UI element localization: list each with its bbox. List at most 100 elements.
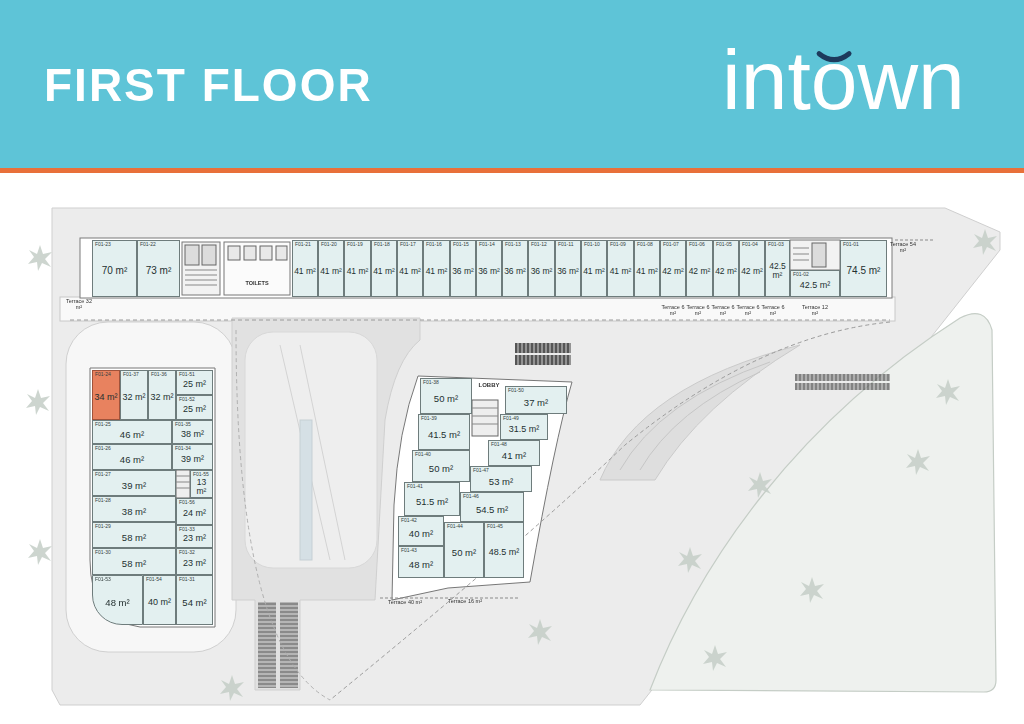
plan-label: Terrace 6 m² (660, 305, 686, 317)
unit-area: 50 m² (433, 394, 459, 404)
unit-area: 41.5 m² (427, 430, 461, 440)
unit-number: F01-26 (95, 446, 111, 451)
shop-unit: F01-31 54 m² (176, 575, 213, 625)
escalator (795, 374, 890, 381)
unit-number: F01-46 (463, 494, 479, 499)
unit-area: 34 m² (93, 393, 118, 402)
unit-area: 48.5 m² (488, 548, 521, 557)
unit-area: 38 m² (121, 507, 147, 517)
unit-number: F01-28 (95, 498, 111, 503)
unit-number: F01-48 (491, 442, 507, 447)
shop-unit: F01-4151.5 m² (404, 482, 460, 516)
unit-number: F01-24 (95, 372, 111, 377)
unit-area: 41 m² (319, 267, 343, 276)
shop-unit: F01-3632 m² (148, 370, 176, 420)
unit-number: F01-04 (742, 242, 758, 247)
amphitheatre (600, 345, 800, 480)
shop-unit: F01-3850 m² (420, 378, 472, 414)
shop-unit: F01-4050 m² (412, 450, 470, 482)
unit-area: 74.5 m² (846, 266, 882, 277)
brand-logo: intown (722, 38, 1022, 122)
unit-area: 50 m² (428, 464, 454, 474)
unit-area: 42 m² (688, 267, 712, 276)
unit-number: F01-47 (473, 468, 489, 473)
unit-number: F01-23 (95, 242, 111, 247)
shop-unit: F01-0542 m² (713, 240, 739, 297)
shop-unit: F01-0642 m² (686, 240, 713, 297)
building-strip (80, 238, 892, 298)
unit-number: F01-42 (401, 518, 417, 523)
unit-number: F01-15 (453, 242, 469, 247)
shop-unit: F01-2739 m² (92, 470, 176, 496)
shop-unit: F01-2041 m² (318, 240, 344, 297)
unit-area: 48 m² (104, 598, 130, 608)
unit-number: F01-21 (295, 242, 311, 247)
unit-area: 36 m² (477, 267, 501, 276)
shop-unit: F01-4931.5 m² (500, 414, 548, 440)
unit-number: F01-27 (95, 472, 111, 477)
unit-area: 70 m² (101, 266, 129, 277)
unit-area: 38 m² (180, 430, 205, 439)
unit-area: 42 m² (661, 267, 685, 276)
shop-unit: F01-24 34 m² (92, 370, 120, 420)
unit-number: F01-36 (151, 372, 167, 377)
escalator (795, 383, 890, 390)
unit-area: 37 m² (523, 398, 549, 408)
shop-unit: F01-5513 m² (190, 470, 213, 498)
unit-area: 36 m² (451, 267, 475, 276)
unit-number: F01-52 (179, 397, 195, 402)
shop-unit: F01-1841 m² (371, 240, 397, 297)
shop-unit: F01-5037 m² (505, 386, 567, 414)
unit-number: F01-17 (400, 242, 416, 247)
escalator (515, 355, 571, 365)
shop-unit: F01-3439 m² (172, 444, 213, 470)
unit-area: 41 m² (398, 267, 422, 276)
shop-unit: F01-3941.5 m² (418, 414, 470, 450)
shop-unit: F01-5125 m² (176, 370, 213, 395)
unit-number: F01-55 (193, 472, 209, 477)
shop-unit: F01-2958 m² (92, 522, 176, 548)
unit-number: F01-44 (447, 524, 463, 529)
shop-unit: F01-0242.5 m² (790, 270, 840, 297)
shop-unit: F01-3323 m² (176, 525, 213, 548)
unit-area: 51.5 m² (415, 497, 449, 507)
unit-area: 36 m² (530, 267, 554, 276)
unit-number: F01-16 (426, 242, 442, 247)
shop-unit: F01-4450 m² (444, 522, 484, 578)
park (650, 314, 996, 692)
unit-area: 39 m² (180, 455, 205, 464)
unit-area: 23 m² (182, 559, 207, 568)
shop-unit: F01-3538 m² (172, 420, 213, 444)
unit-area: 24 m² (182, 509, 207, 518)
walkway (66, 322, 236, 652)
unit-number: F01-22 (140, 242, 156, 247)
plaza (232, 318, 420, 690)
escalator (258, 602, 276, 688)
unit-number: F01-33 (179, 527, 195, 532)
unit-area: 54 m² (181, 598, 207, 608)
shop-unit: F01-4348 m² (398, 546, 444, 578)
unit-number: F01-03 (768, 242, 784, 247)
unit-area: 32 m² (121, 393, 146, 402)
unit-number: F01-08 (637, 242, 653, 247)
shop-unit: F01-23 70 m² (92, 240, 137, 297)
shop-unit: F01-1336 m² (502, 240, 528, 297)
palm-tree (26, 229, 997, 701)
shop-unit: F01-3732 m² (120, 370, 148, 420)
unit-area: 41 m² (609, 267, 633, 276)
unit-area: 41 m² (425, 267, 449, 276)
unit-area: 41 m² (346, 267, 370, 276)
shop-unit: F01-1136 m² (555, 240, 581, 297)
unit-area: 41 m² (372, 267, 396, 276)
unit-area: 41 m² (582, 267, 606, 276)
plan-label: Terrace 6 m² (760, 305, 786, 317)
unit-number: F01-31 (179, 577, 195, 582)
plan-label: Terrace 16 m² (448, 599, 482, 605)
plan-label: Terrace 40 m² (388, 600, 422, 606)
unit-area: 41 m² (635, 267, 659, 276)
site-ground (52, 208, 1000, 705)
unit-area: 53 m² (488, 477, 514, 487)
unit-area: 40 m² (408, 529, 434, 539)
unit-area: 40 m² (147, 598, 172, 607)
plan-label: Terrace 54 m² (887, 242, 919, 254)
